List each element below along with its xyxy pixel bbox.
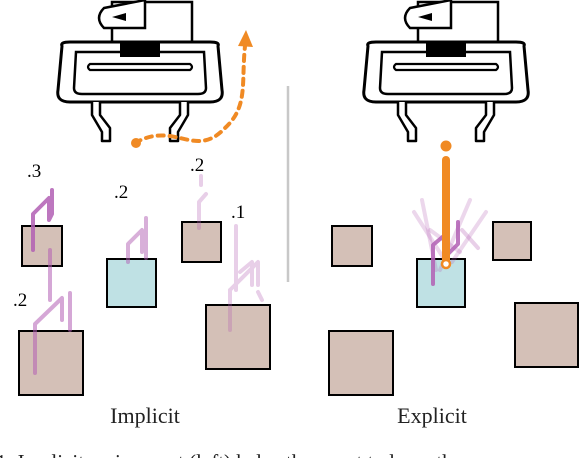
figure-caption: 1: Implicit assignment (left) helps the … <box>0 450 462 458</box>
weight-label-2: .2 <box>114 182 128 203</box>
block-small-top-right <box>181 221 222 263</box>
panel-label-explicit: Explicit <box>397 403 467 428</box>
implicit-panel: .3 .2 .2 .1 .2 Implicit <box>13 0 271 428</box>
orange-dotted-trajectory <box>133 36 248 145</box>
weight-label-1: .3 <box>27 161 41 182</box>
orange-target-ring <box>440 258 452 270</box>
panel-label-implicit: Implicit <box>110 403 180 428</box>
gripper-left <box>56 0 224 143</box>
block-large-bottom-left <box>18 330 84 396</box>
block-target-cyan <box>106 258 157 308</box>
gripper-right <box>362 0 530 143</box>
gripper-ghost-1 <box>31 188 54 252</box>
gripper-ghost-3 <box>126 216 148 264</box>
orange-arrowhead-icon <box>238 30 253 47</box>
block-small-top-left <box>21 225 63 267</box>
block-large-left <box>328 330 394 396</box>
weight-label-5: .2 <box>13 290 27 311</box>
block-large-bottom-right <box>205 304 271 370</box>
block-small-left <box>331 225 373 267</box>
block-large-right <box>514 302 579 368</box>
gripper-ghost-5 <box>228 224 264 332</box>
gripper-ghost-4 <box>197 174 208 230</box>
weight-label-3: .2 <box>190 155 204 176</box>
orange-start-dot-explicit <box>440 140 452 152</box>
block-small-right <box>492 221 532 261</box>
block-target-cyan-explicit <box>416 258 466 308</box>
weight-label-4: .1 <box>231 202 245 223</box>
gripper-ghost-2 <box>33 248 72 375</box>
explicit-panel: Explicit <box>328 0 579 428</box>
orange-start-dot <box>131 138 141 148</box>
